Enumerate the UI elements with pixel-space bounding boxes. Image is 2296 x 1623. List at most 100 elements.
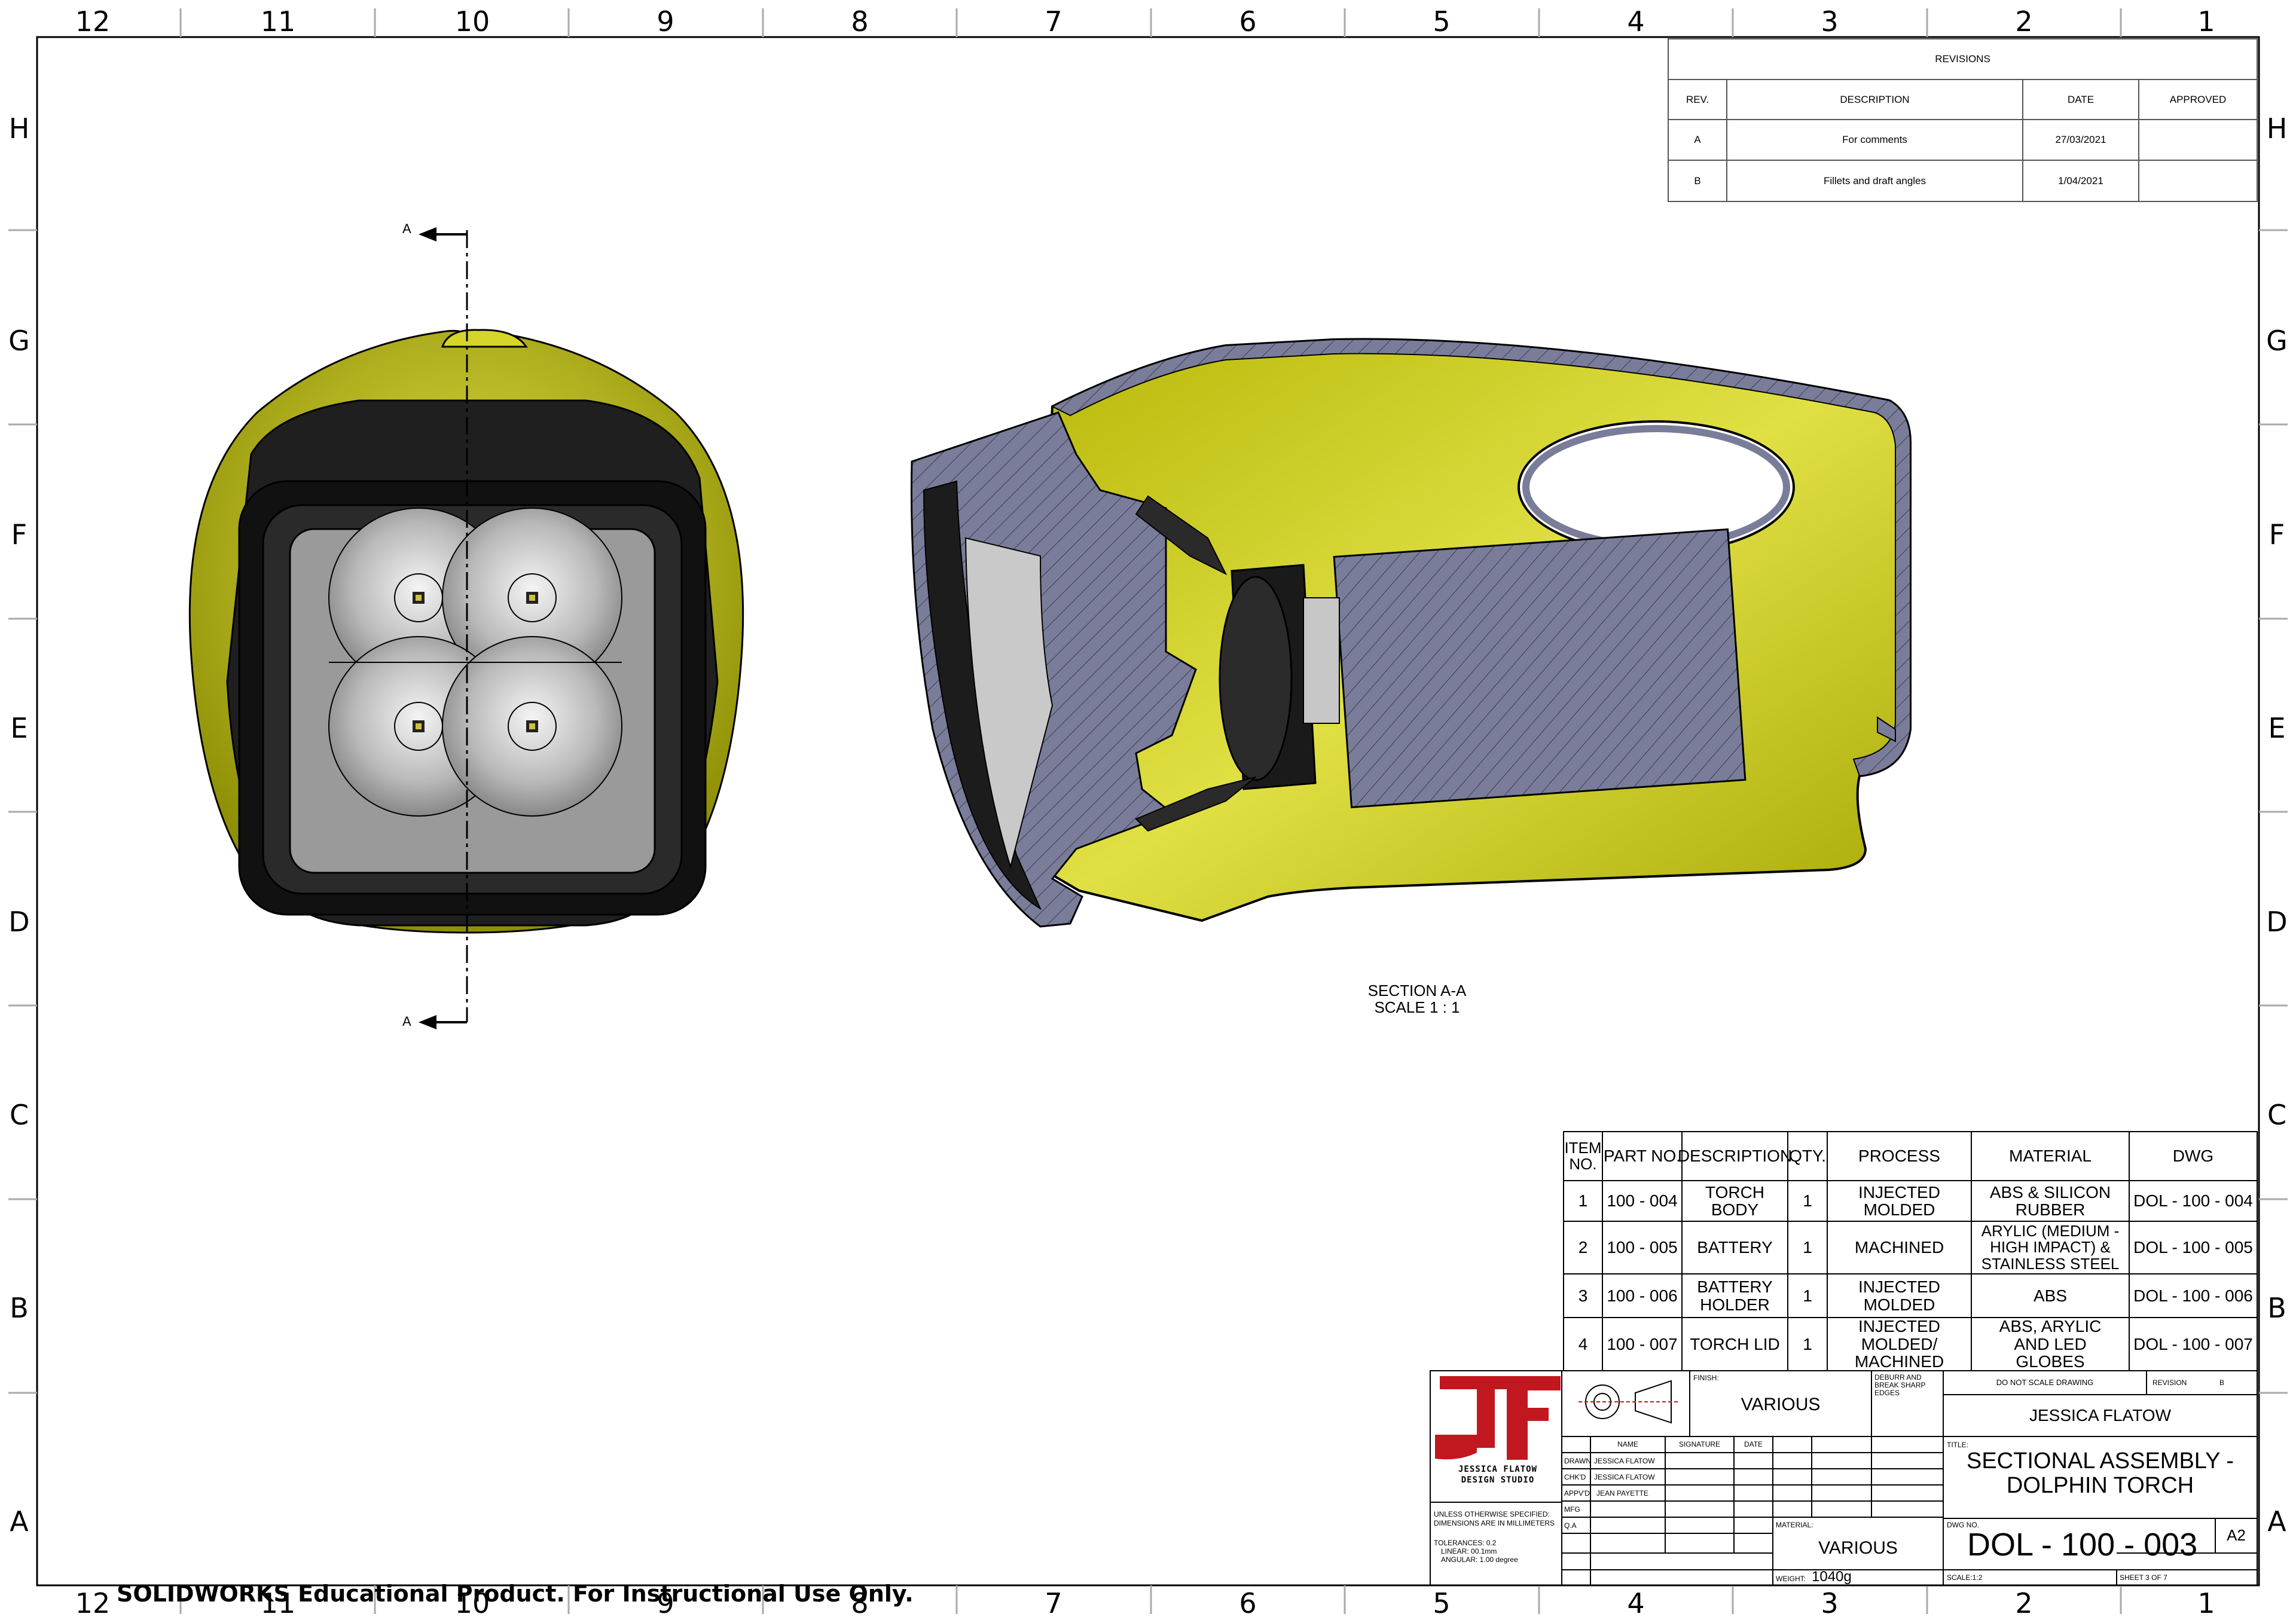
- sign-role: Q.A: [1564, 1521, 1577, 1530]
- bom-process: INJECTED MOLDED: [1858, 1182, 1940, 1219]
- dwg-no-label: DWG NO.: [1947, 1521, 1979, 1529]
- drawing-number: DOL - 100 - 003: [1967, 1527, 2198, 1563]
- notes-line2: DIMENSIONS ARE IN MILLIMETERS: [1434, 1519, 1555, 1527]
- zone-col-7: 7: [1045, 5, 1062, 38]
- notes-line5: ANGULAR: 1.00 degree: [1441, 1555, 1518, 1564]
- bom-process: INJECTED MOLDED/ MACHINED: [1854, 1317, 1944, 1371]
- zone-row-e: E: [2268, 712, 2286, 744]
- bom-part: 100 - 004: [1607, 1191, 1678, 1211]
- zone-row-g: G: [8, 325, 30, 357]
- notes-line3: TOLERANCES: 0.2: [1434, 1539, 1497, 1547]
- bom-item: 2: [1578, 1238, 1588, 1257]
- bom-qty: 1: [1803, 1334, 1812, 1353]
- zone-col-10: 10: [454, 1587, 490, 1619]
- bom-material: ABS: [2033, 1286, 2068, 1305]
- revision-description: For comments: [1842, 134, 1907, 146]
- revisions-header-approved: APPROVED: [2169, 93, 2227, 105]
- solidworks-watermark: SOLIDWORKS Educational Product. For Inst…: [117, 1581, 914, 1607]
- sign-name: JESSICA FLATOW: [1594, 1473, 1655, 1481]
- sign-header-name: NAME: [1617, 1440, 1638, 1449]
- bom-description: BATTERY: [1697, 1238, 1773, 1257]
- bom-item: 3: [1578, 1286, 1588, 1305]
- title-label: TITLE:: [1947, 1441, 1969, 1449]
- material-label: MATERIAL:: [1776, 1521, 1813, 1529]
- sign-name: JESSICA FLATOW: [1594, 1457, 1655, 1465]
- bom-header-process: PROCESS: [1858, 1147, 1940, 1166]
- bom-material: ARYLIC (MEDIUM - HIGH IMPACT) & STAINLES…: [1981, 1222, 2120, 1273]
- revision-label: REVISION: [2152, 1379, 2187, 1387]
- zone-row-g: G: [2266, 325, 2288, 357]
- sheet-number: SHEET 3 OF 7: [2120, 1573, 2167, 1582]
- finish-value: VARIOUS: [1741, 1395, 1821, 1415]
- sign-name: JEAN PAYETTE: [1596, 1489, 1648, 1497]
- zone-row-f: F: [11, 518, 28, 551]
- zone-col-5: 5: [1433, 1587, 1451, 1619]
- zone-row-e: E: [10, 712, 28, 744]
- zone-col-11: 11: [260, 5, 296, 38]
- zone-col-3: 3: [1821, 1587, 1839, 1619]
- zone-col-8: 8: [851, 5, 869, 38]
- drawing-title-line2: DOLPHIN TORCH: [2006, 1473, 2194, 1498]
- zone-row-f: F: [2268, 518, 2285, 551]
- zone-row-h: H: [8, 112, 30, 145]
- bom-dwg: DOL - 100 - 004: [2133, 1191, 2253, 1211]
- logo-text-line2: DESIGN STUDIO: [1461, 1475, 1535, 1485]
- zone-col-9: 9: [657, 5, 674, 38]
- sign-role: MFG: [1564, 1505, 1580, 1514]
- company-name: JESSICA FLATOW: [2029, 1406, 2171, 1425]
- revisions-header-rev: REV.: [1686, 93, 1709, 105]
- bom-qty: 1: [1803, 1191, 1812, 1211]
- zone-row-b: B: [10, 1292, 29, 1324]
- zone-row-c: C: [2267, 1099, 2287, 1131]
- bom-part: 100 - 007: [1607, 1334, 1678, 1353]
- bom-header-dwg: DWG: [2172, 1147, 2214, 1166]
- revision-date: 1/04/2021: [2058, 175, 2103, 187]
- bom-part: 100 - 005: [1607, 1238, 1678, 1257]
- zone-col-10: 10: [454, 5, 490, 38]
- company-logo: [1435, 1376, 1561, 1460]
- zone-col-3: 3: [1821, 5, 1839, 38]
- weight-label: WEIGHT:: [1776, 1575, 1806, 1583]
- sign-role: DRAWN: [1564, 1457, 1591, 1465]
- revision-rev: B: [1694, 175, 1701, 187]
- battery: [1333, 528, 1747, 809]
- bom-qty: 1: [1803, 1238, 1812, 1257]
- zone-col-8: 8: [851, 1587, 869, 1619]
- zone-col-7: 7: [1045, 1587, 1062, 1619]
- section-caption-title: SECTION A-A: [1367, 982, 1467, 1000]
- material-value: VARIOUS: [1818, 1538, 1898, 1558]
- sign-role: APPV'D: [1564, 1489, 1590, 1497]
- zone-col-6: 6: [1239, 5, 1257, 38]
- revision-value: B: [2219, 1379, 2225, 1387]
- scale: SCALE:1:2: [1947, 1573, 1983, 1582]
- bom-dwg: DOL - 100 - 006: [2133, 1286, 2253, 1305]
- revisions-title: REVISIONS: [1935, 53, 1990, 65]
- finish-label: FINISH:: [1693, 1374, 1719, 1382]
- bom-description: TORCH BODY: [1705, 1182, 1765, 1219]
- revision-description: Fillets and draft angles: [1823, 175, 1926, 187]
- bom-item: 4: [1578, 1334, 1588, 1353]
- bom-header-part: PART NO.: [1603, 1147, 1681, 1166]
- third-angle-projection-symbol: [1578, 1380, 1680, 1424]
- bom-material: ABS & SILICON RUBBER: [1989, 1182, 2111, 1219]
- zone-col-1: 1: [2197, 1587, 2215, 1619]
- revisions-header-description: DESCRIPTION: [1840, 93, 1910, 105]
- bom-header-qty: QTY.: [1789, 1147, 1826, 1166]
- zone-row-h: H: [2266, 112, 2288, 145]
- zone-col-4: 4: [1627, 1587, 1645, 1619]
- section-label-top: A: [402, 221, 411, 236]
- revisions-header-date: DATE: [2067, 93, 2095, 105]
- sheet-size: A2: [2227, 1526, 2246, 1545]
- zone-col-1: 1: [2197, 5, 2215, 38]
- notes-line4: LINEAR: 00.1mm: [1441, 1547, 1497, 1555]
- bom-dwg: DOL - 100 - 007: [2133, 1334, 2253, 1353]
- bom-dwg: DOL - 100 - 005: [2133, 1238, 2253, 1257]
- zone-col-11: 11: [260, 1587, 296, 1619]
- zone-col-5: 5: [1433, 5, 1451, 38]
- bom-qty: 1: [1803, 1286, 1812, 1305]
- zone-col-12: 12: [75, 1587, 111, 1619]
